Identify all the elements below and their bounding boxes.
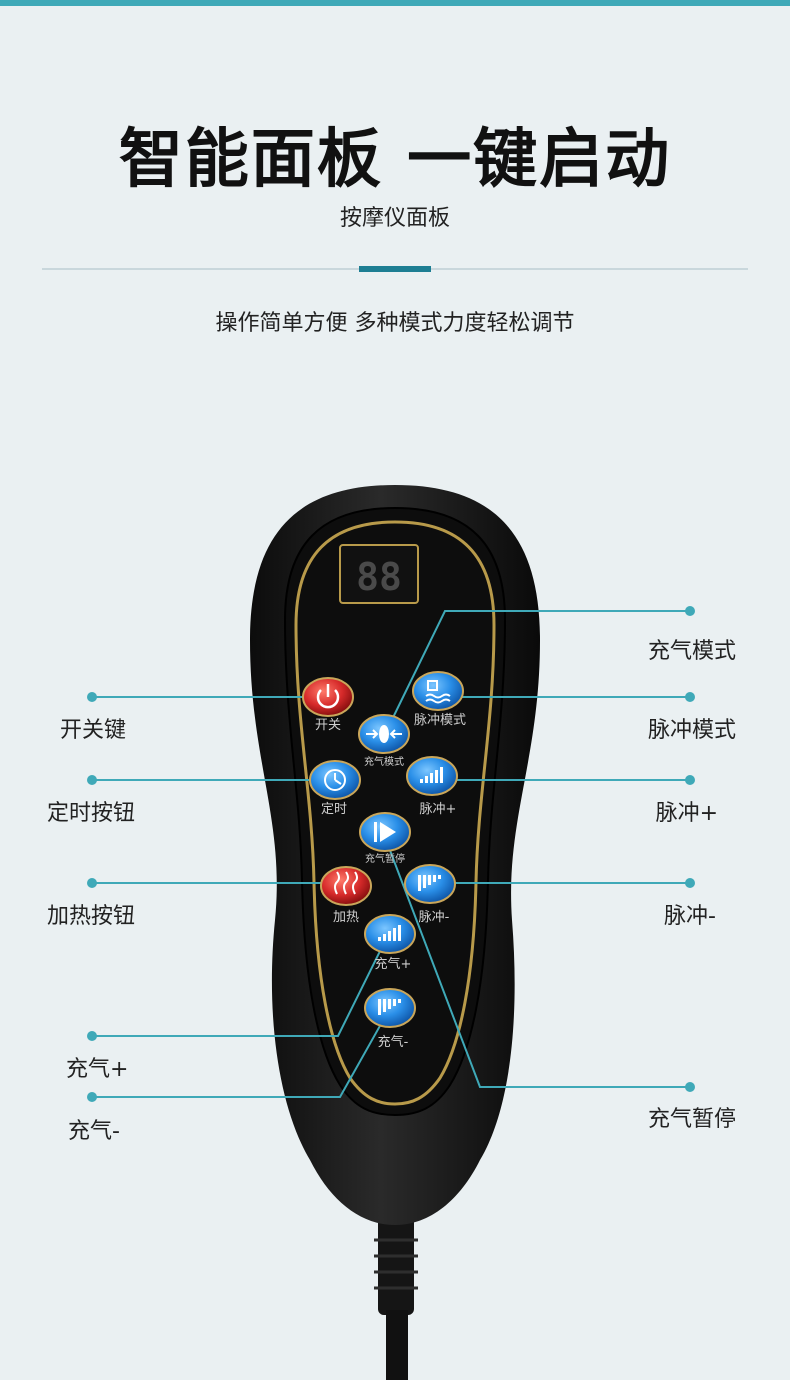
inflate-mode-label: 充气模式: [364, 755, 404, 768]
heat-waves-icon: [334, 871, 358, 895]
callout-label-inflate-mode: 充气模式: [647, 639, 736, 664]
digital-display: [339, 544, 419, 604]
callout-line-inflate-pause: [382, 831, 690, 1088]
page-subtitle: 按摩仪面板: [339, 206, 450, 231]
pulse-mode-button[interactable]: 脉冲模式: [412, 671, 466, 728]
callout-line-inflate-minus: [92, 1007, 391, 1098]
signal-down-icon: [378, 999, 401, 1015]
power-icon: [316, 684, 340, 709]
cable: [374, 1215, 418, 1380]
inflate-minus-button[interactable]: 充气-: [364, 988, 416, 1050]
callout-dots: [87, 606, 695, 1102]
inflate-mode-button[interactable]: 充气模式: [358, 714, 410, 768]
callout-label-inflate-plus: 充气+: [66, 1057, 129, 1082]
heat-button[interactable]: 加热: [320, 866, 372, 925]
callout-line-inflate-plus: [92, 934, 389, 1037]
callout-label-pulse-mode: 脉冲模式: [647, 718, 736, 743]
clock-icon: [324, 769, 346, 791]
page-title: 智能面板 一键启动: [118, 123, 672, 197]
callout-label-inflate-minus: 充气-: [68, 1119, 120, 1144]
top-accent-bar: [0, 0, 790, 6]
inflate-plus-label: 充气+: [375, 956, 412, 972]
remote-face-plate: [283, 506, 507, 1117]
pulse-mode-label: 脉冲模式: [414, 713, 466, 728]
pulse-plus-button[interactable]: 脉冲+: [406, 756, 458, 817]
callout-lines: [92, 610, 690, 1098]
play-pause-icon: [374, 822, 396, 842]
inflate-minus-label: 充气-: [378, 1034, 409, 1050]
power-label: 开关: [315, 718, 341, 733]
power-button[interactable]: 开关: [302, 677, 354, 733]
callout-label-power: 开关键: [60, 718, 127, 743]
callout-label-heat: 加热按钮: [47, 904, 136, 929]
timer-label: 定时: [321, 802, 347, 817]
callout-label-pulse-plus: 脉冲+: [655, 801, 718, 826]
callout-label-inflate-pause: 充气暂停: [647, 1107, 736, 1132]
callout-line-inflate-mode: [384, 610, 690, 735]
page-description: 操作简单方便 多种模式力度轻松调节: [215, 311, 575, 336]
pulse-plus-label: 脉冲+: [420, 802, 457, 817]
pulse-minus-label: 脉冲-: [419, 910, 450, 925]
signal-up-icon: [420, 767, 443, 783]
callout-label-pulse-minus: 脉冲-: [664, 904, 716, 929]
display-readout: 88: [356, 555, 402, 599]
inflate-pause-button[interactable]: 充气暂停: [359, 812, 411, 865]
gold-trim: [294, 520, 496, 1106]
signal-down-icon: [418, 875, 441, 891]
timer-button[interactable]: 定时: [309, 760, 361, 817]
callout-label-timer: 定时按钮: [47, 801, 136, 826]
inflate-plus-button[interactable]: 充气+: [364, 914, 416, 972]
divider-accent: [359, 266, 431, 272]
inflate-pause-label: 充气暂停: [365, 852, 405, 865]
inflate-arrows-icon: [366, 725, 402, 743]
heat-label: 加热: [333, 910, 359, 925]
pulse-minus-button[interactable]: 脉冲-: [404, 864, 456, 925]
pulse-wave-icon: [425, 680, 451, 704]
signal-up-icon: [378, 925, 401, 941]
